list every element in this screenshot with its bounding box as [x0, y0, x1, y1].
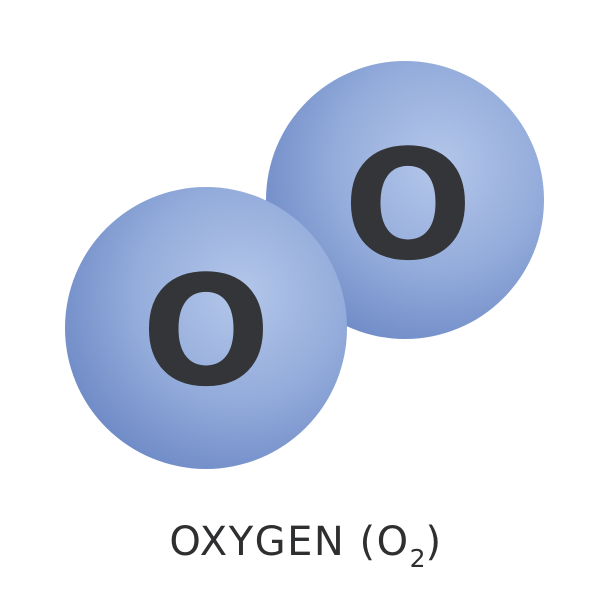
atom-sphere-right	[266, 61, 544, 339]
oxygen-atom-right: O	[266, 61, 544, 339]
caption-formula-subscript: 2	[409, 544, 426, 573]
atom-symbol-right: O	[343, 117, 472, 294]
atom-sphere-left	[65, 187, 347, 469]
molecule-caption: OXYGEN (O2)	[0, 512, 612, 577]
caption-name: OXYGEN	[169, 519, 346, 565]
caption-formula-close: )	[425, 519, 443, 565]
oxygen-atom-left: O	[65, 187, 347, 469]
atom-symbol-left: O	[141, 243, 270, 420]
caption-formula-open: (O	[359, 519, 410, 565]
